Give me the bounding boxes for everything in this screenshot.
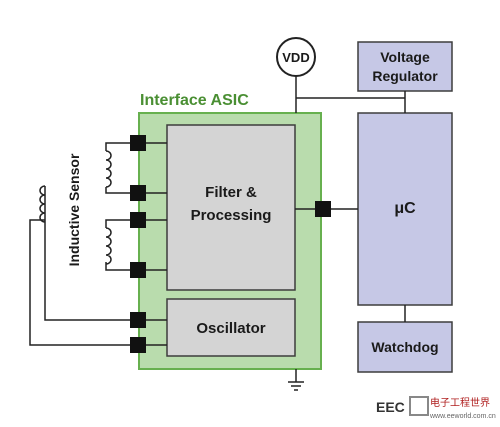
- power-wires: [295, 76, 406, 382]
- watchdog-block: [357, 321, 453, 373]
- pin-oscillator-b: [130, 337, 146, 353]
- filter-processing-block: [166, 124, 296, 291]
- filter-processing-label-line2: Processing: [191, 207, 272, 224]
- watermark-logo: [409, 396, 429, 416]
- inductive-sensor-label: Inductive Sensor: [66, 153, 82, 266]
- coil-3-icon: [39, 185, 46, 223]
- sensor-wires: [29, 142, 321, 346]
- inductive-sensor-coils: [39, 150, 112, 265]
- oscillator-label: Oscillator: [196, 320, 265, 337]
- watermark-brand: EEC: [376, 399, 405, 415]
- filter-processing-label-line1: Filter &: [205, 184, 257, 201]
- pin-output: [315, 201, 331, 217]
- pin-sensor-1b: [130, 185, 146, 201]
- pin-sensor-2b: [130, 262, 146, 278]
- watermark-url: www.eeworld.com.cn: [429, 413, 496, 420]
- vdd-label: VDD: [282, 50, 309, 65]
- ground-symbol: [288, 381, 304, 391]
- watchdog-label: Watchdog: [371, 339, 438, 355]
- pin-sensor-1a: [130, 135, 146, 151]
- asic-pins: [130, 135, 331, 353]
- oscillator-block: [166, 298, 296, 357]
- voltage-regulator-label-line1: Voltage: [380, 49, 430, 65]
- voltage-regulator-label-line2: Regulator: [372, 68, 438, 84]
- asic-title: Interface ASIC: [140, 92, 249, 109]
- pin-oscillator-a: [130, 312, 146, 328]
- coil-1-icon: [105, 150, 112, 188]
- coil-2-icon: [105, 227, 112, 265]
- microcontroller-label: μC: [394, 200, 416, 217]
- pin-sensor-2a: [130, 212, 146, 228]
- watermark-site-cn: 电子工程世界: [430, 396, 490, 409]
- watermark: EEC 电子工程世界 www.eeworld.com.cn: [376, 396, 496, 420]
